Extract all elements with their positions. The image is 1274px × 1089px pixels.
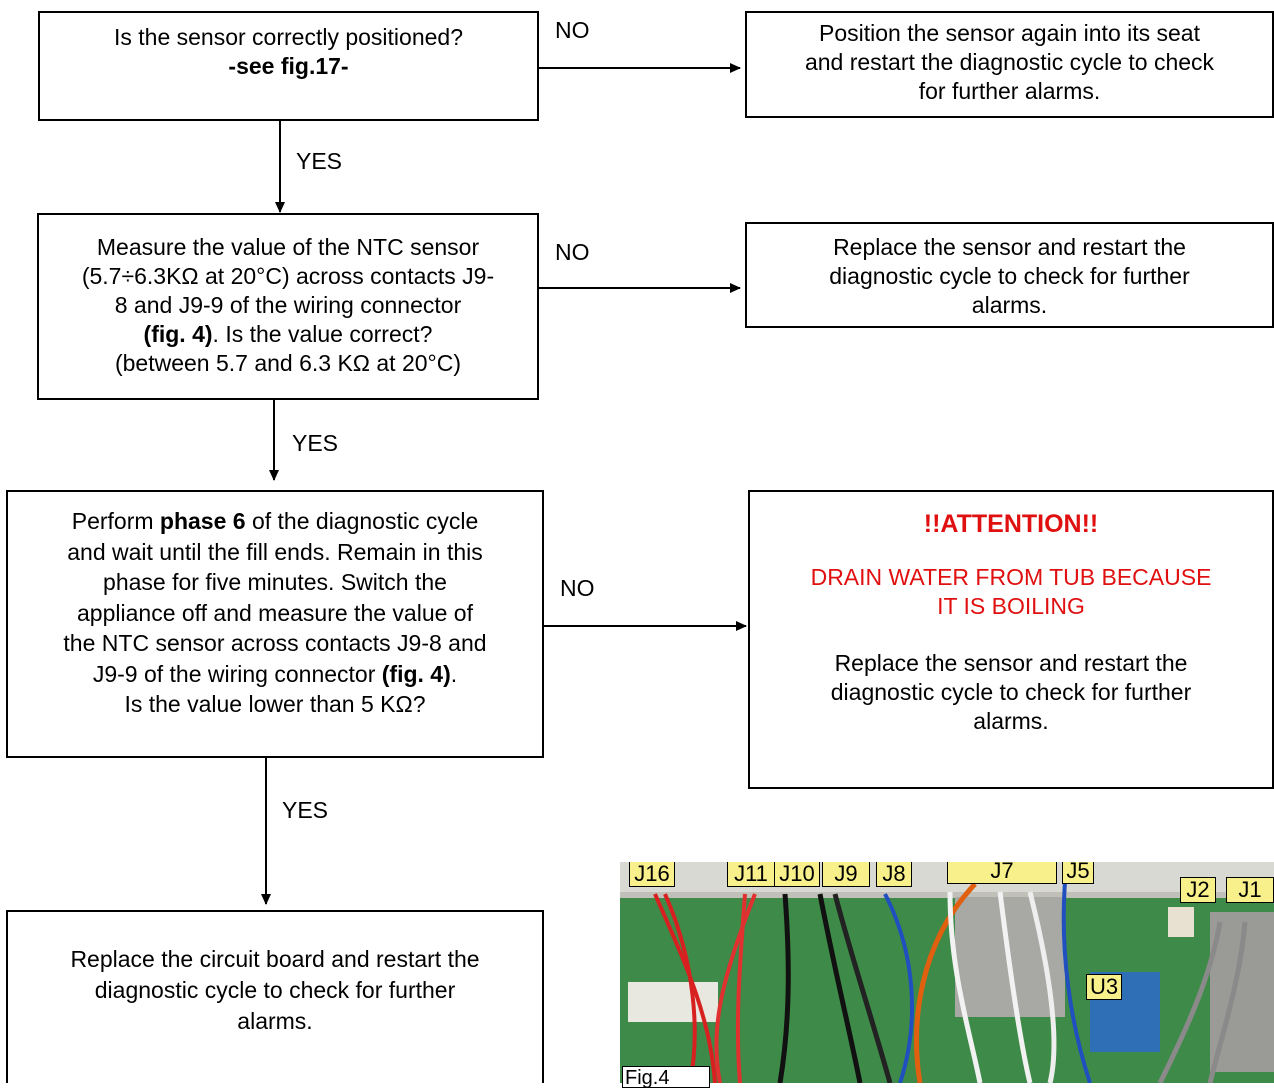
action-attention: !!ATTENTION!! DRAIN WATER FROM TUB BECAU… xyxy=(748,490,1274,789)
q3-line3: phase for five minutes. Switch the xyxy=(103,569,447,595)
connector-tag-j1: J1 xyxy=(1226,877,1274,903)
attention-title: !!ATTENTION!! xyxy=(923,510,1099,538)
q3-line6-post: . xyxy=(450,660,458,687)
q3-line6-pre: J9-9 of the wiring connector xyxy=(92,660,382,687)
component-tag-u3: U3 xyxy=(1086,974,1122,1000)
a2-line2: diagnostic cycle to check for further xyxy=(829,263,1190,289)
question-sensor-position: Is the sensor correctly positioned? -see… xyxy=(38,11,539,121)
q3-line4: appliance off and measure the value of xyxy=(77,599,473,626)
q3-figure-ref: (fig. 4) xyxy=(381,660,451,687)
label-yes-3: YES xyxy=(282,797,329,823)
q3-line7: Is the value lower than 5 KΩ? xyxy=(124,691,426,717)
attention-warning-line2: IT IS BOILING xyxy=(937,593,1085,619)
q2-line2: (5.7÷6.3KΩ at 20°C) across contacts J9- xyxy=(81,263,495,289)
end-line3: alarms. xyxy=(237,1008,313,1034)
q1-text: Is the sensor correctly positioned? xyxy=(113,24,463,50)
label-no-3: NO xyxy=(560,575,595,601)
circuit-board-illustration xyxy=(620,862,1274,1083)
q3-line1-post: of the diagnostic cycle xyxy=(245,508,479,534)
connector-tag-j9: J9 xyxy=(822,862,870,887)
q3-line5: the NTC sensor across contacts J9-8 and xyxy=(63,630,487,656)
figure-caption: Fig.4 xyxy=(622,1066,710,1089)
action-replace-sensor: Replace the sensor and restart the diagn… xyxy=(745,222,1274,328)
q2-line5: (between 5.7 and 6.3 KΩ at 20°C) xyxy=(114,350,462,376)
a3-line3: alarms. xyxy=(973,708,1049,734)
connector-tag-j8: J8 xyxy=(876,862,912,887)
action-reposition-sensor: Position the sensor again into its seat … xyxy=(745,11,1274,118)
q2-figure-ref: (fig. 4) xyxy=(143,321,213,347)
connector-tag-j5: J5 xyxy=(1062,862,1094,884)
q1-figure-ref: -see fig.17- xyxy=(228,53,349,79)
a3-line2: diagnostic cycle to check for further xyxy=(830,679,1192,705)
end-line1: Replace the circuit board and restart th… xyxy=(70,946,480,972)
q3-line1-pre: Perform xyxy=(71,508,160,534)
a2-line3: alarms. xyxy=(971,292,1048,318)
connector-tag-j7: J7 xyxy=(947,862,1057,884)
circuit-board-photo: J16 J11 J10 J9 J8 J7 J5 J2 J1 U3 xyxy=(620,862,1274,1083)
connector-tag-j2: J2 xyxy=(1180,877,1216,903)
q2-line3: 8 and J9-9 of the wiring connector xyxy=(114,292,462,318)
label-yes-2: YES xyxy=(292,430,339,456)
attention-warning-line1: DRAIN WATER FROM TUB BECAUSE xyxy=(810,564,1212,590)
a2-line1: Replace the sensor and restart the xyxy=(833,234,1186,260)
a3-line1: Replace the sensor and restart the xyxy=(834,650,1188,676)
connector-tag-j10: J10 xyxy=(774,862,820,887)
q2-line4: . Is the value correct? xyxy=(212,321,433,347)
connector-tag-j16: J16 xyxy=(629,862,675,887)
question-ntc-value: Measure the value of the NTC sensor (5.7… xyxy=(37,213,539,400)
label-no-2: NO xyxy=(555,239,590,265)
q3-line2: and wait until the fill ends. Remain in … xyxy=(67,538,483,565)
a1-line3: for further alarms. xyxy=(918,78,1101,104)
label-no-1: NO xyxy=(555,17,590,43)
a1-line1: Position the sensor again into its seat xyxy=(818,20,1200,46)
q3-phase: phase 6 xyxy=(159,508,246,534)
connector-tag-j11: J11 xyxy=(727,862,775,887)
q2-line1: Measure the value of the NTC sensor xyxy=(96,234,480,260)
question-phase6: Perform phase 6 of the diagnostic cycle … xyxy=(6,490,544,758)
action-replace-board: Replace the circuit board and restart th… xyxy=(6,910,544,1083)
a1-line2: and restart the diagnostic cycle to chec… xyxy=(804,49,1215,75)
end-line2: diagnostic cycle to check for further xyxy=(94,977,456,1003)
label-yes-1: YES xyxy=(296,148,343,174)
